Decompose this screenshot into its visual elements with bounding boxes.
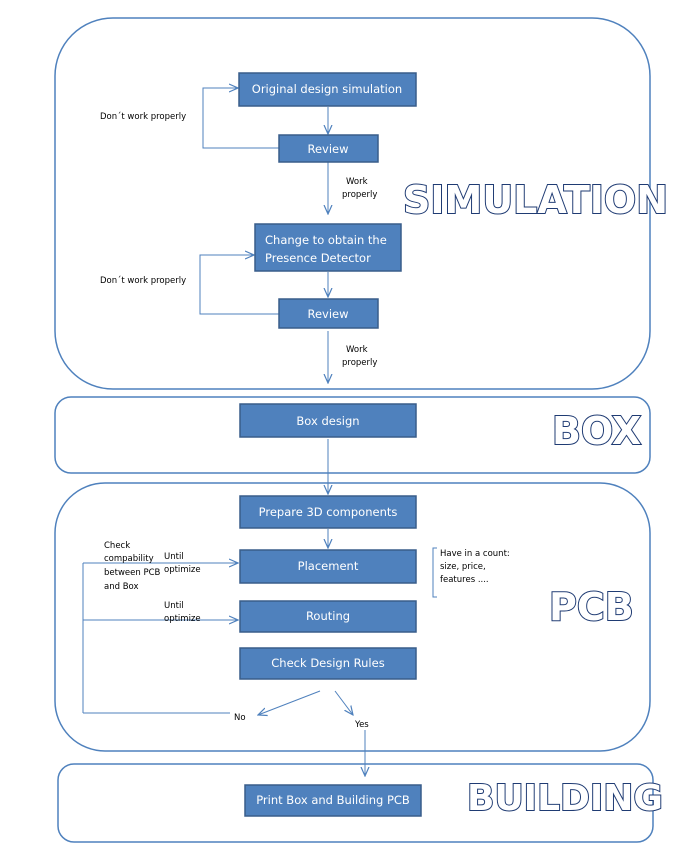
stage-title-building: BUILDING xyxy=(467,778,663,819)
connectors xyxy=(82,88,437,776)
step-label: Prepare 3D components xyxy=(259,505,398,519)
note-until-1b: optimize xyxy=(164,565,201,575)
loop-dont-work-1 xyxy=(202,88,280,149)
step-label: Placement xyxy=(298,559,359,573)
note-yes: Yes xyxy=(354,720,369,730)
arrow-check-to-no xyxy=(258,690,321,715)
note-have-in-count-1: Have in a count: xyxy=(440,549,510,559)
step-label: Check Design Rules xyxy=(271,656,384,670)
step-label-line1: Change to obtain the xyxy=(265,233,387,247)
note-check-compat-3: between PCB xyxy=(104,568,161,578)
step-box-design: Box design xyxy=(239,403,417,438)
note-work-properly-1b: properly xyxy=(342,190,377,200)
step-label: Routing xyxy=(306,609,350,623)
loop-dont-work-2 xyxy=(199,255,280,315)
step-print-box-building-pcb: Print Box and Building PCB xyxy=(244,784,422,817)
note-work-properly-2a: Work xyxy=(346,345,368,355)
note-check-compat-2: compability xyxy=(104,554,154,564)
step-label: Box design xyxy=(296,414,359,428)
step-original-design-simulation: Original design simulation xyxy=(238,72,417,107)
step-check-design-rules: Check Design Rules xyxy=(239,647,417,680)
brace-have-in-count xyxy=(432,547,437,598)
note-check-compat-1: Check xyxy=(104,541,130,551)
note-have-in-count-3: features .... xyxy=(440,575,489,585)
note-dont-work-1: Don´t work properly xyxy=(100,111,186,122)
step-label-line2: Presence Detector xyxy=(265,251,371,265)
stage-title-pcb: PCB xyxy=(549,585,634,629)
step-prepare-3d-components: Prepare 3D components xyxy=(239,495,417,529)
step-placement: Placement xyxy=(239,549,417,584)
simulation-container xyxy=(54,17,651,390)
step-review-2: Review xyxy=(278,298,379,329)
arrow-check-to-yes xyxy=(334,690,353,715)
note-dont-work-2: Don´t work properly xyxy=(100,275,186,286)
step-routing: Routing xyxy=(239,600,417,633)
step-review-1: Review xyxy=(278,134,379,163)
stage-title-box: BOX xyxy=(552,409,641,453)
note-work-properly-1a: Work xyxy=(346,177,368,187)
step-label: Original design simulation xyxy=(252,82,402,96)
note-until-2b: optimize xyxy=(164,614,201,624)
stage-title-simulation: SIMULATION xyxy=(403,178,668,222)
note-until-2a: Until xyxy=(164,601,184,611)
step-label: Review xyxy=(307,142,348,156)
step-label: Review xyxy=(307,307,348,321)
step-change-presence-detector: Change to obtain the Presence Detector xyxy=(254,223,402,272)
note-no: No xyxy=(234,713,246,723)
note-have-in-count-2: size, price, xyxy=(440,562,486,572)
note-work-properly-2b: properly xyxy=(342,358,377,368)
step-label: Print Box and Building PCB xyxy=(256,793,410,807)
note-check-compat-4: and Box xyxy=(104,582,139,592)
note-until-1a: Until xyxy=(164,552,184,562)
